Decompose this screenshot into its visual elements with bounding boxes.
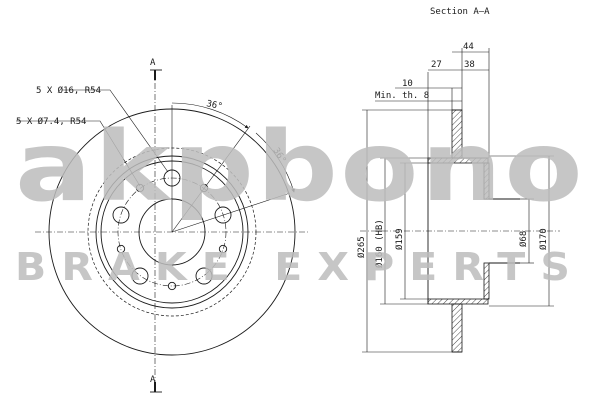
angle-arc-top [171,102,249,129]
radial-line [171,192,291,233]
section-view: Section A–A 44 27 38 10 Min. th. 8 Ø265 … [356,7,560,353]
dim-hat-depth: 38 [464,60,475,70]
small-hole [167,281,177,291]
small-hole [218,244,228,254]
dia-170-label: Ø170 [538,228,549,250]
watermark-tagline: BRAKE EXPERTS [15,245,585,289]
section-title: Section A–A [430,7,490,17]
small-hole [199,183,209,193]
section-marker-top: A [150,58,156,68]
leader-small-holes [16,120,141,187]
watermark-logo: akpbono [15,111,585,223]
min-thickness-label: Min. th. 8 [375,91,429,101]
dia-68-label: Ø68 [518,231,529,247]
dia-159-label: Ø159 [394,228,405,250]
hole-callout-large: 5 X Ø16, R54 [36,85,101,96]
watermark: akpbono BRAKE EXPERTS [15,111,585,289]
small-hole [116,244,126,254]
hat-face-top [483,162,490,200]
bolt-hole [112,206,130,224]
dia-hb-label: Ø160 (HB) [374,219,385,268]
hole-callout-small: 5 X Ø7.4, R54 [16,116,86,127]
locating-holes [116,183,228,291]
bolt-hole [131,267,149,285]
dim-offset: 27 [431,60,442,70]
friction-ring-section-bottom [451,303,463,353]
dia-outer-label: Ø265 [356,236,367,258]
angle-label-top: 36° [205,99,223,112]
front-view: A A 5 X Ø16, R54 5 X Ø7.4, R54 36° 36° [16,58,310,393]
section-marker-bottom: A [150,375,156,385]
bolt-hole [214,206,232,224]
radial-line [171,125,251,233]
bolt-hole [195,267,213,285]
angle-arc-side [255,132,295,193]
hat-face-bottom [483,262,490,300]
dim-thickness: 10 [402,79,413,89]
hat-wall-bottom [427,298,489,305]
small-hole [135,183,145,193]
leader-large-holes [62,89,169,173]
dim-overall-width: 44 [463,42,474,52]
